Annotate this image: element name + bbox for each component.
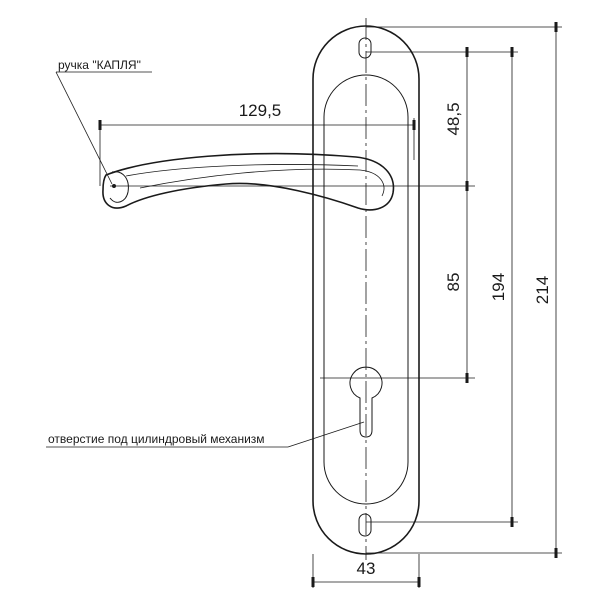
dim-screw-spacing: 194: [489, 273, 508, 301]
dim-total-height: 214: [533, 276, 552, 304]
extension-lines: [99, 26, 562, 588]
dim-hole-top-screw: 48,5: [444, 102, 463, 135]
dimension-lines: [98, 22, 558, 587]
backplate: [312, 18, 420, 560]
dim-plate-width: 43: [357, 559, 376, 578]
dimension-values: 129,5 48,5 85 194 214 43: [239, 101, 552, 578]
top-screw-slot: [358, 37, 372, 59]
handle-callout-leader: [55, 71, 113, 185]
dim-hole-cylinder: 85: [444, 273, 463, 292]
callouts: ручка "КАПЛЯ" отверстие под цилиндровый …: [46, 58, 365, 448]
cylinder-callout-leader: [287, 421, 365, 448]
handle-outline: [102, 152, 395, 211]
handle-lever: [102, 152, 475, 211]
handle-tip-drop: [109, 171, 129, 203]
dim-handle-length: 129,5: [239, 101, 282, 120]
bottom-screw-slot: [358, 513, 372, 537]
backplate-inner-recess: [323, 74, 409, 505]
handle-callout-label: ручка "КАПЛЯ": [58, 58, 141, 72]
cylinder-hole-callout-label: отверстие под цилиндровый механизм: [48, 432, 265, 446]
handle-inner-contour: [139, 168, 385, 197]
handle-upper-edge-line: [125, 164, 359, 177]
